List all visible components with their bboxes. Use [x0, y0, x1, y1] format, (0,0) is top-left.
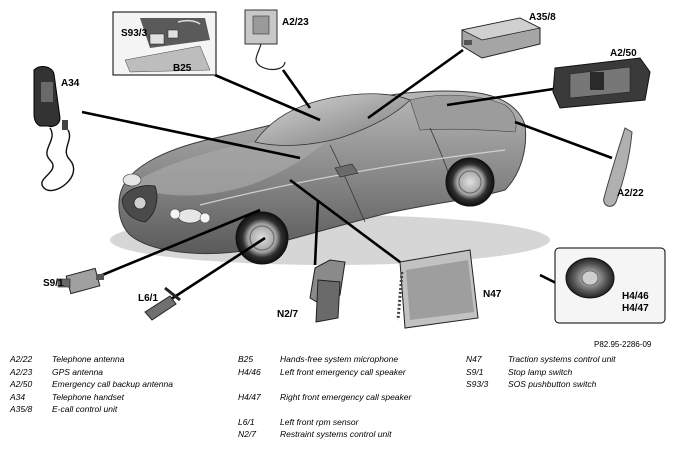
callout-l6-1: L6/1	[138, 293, 159, 304]
legend-text: Stop lamp switch	[508, 366, 573, 377]
legend-text: E-call control unit	[52, 404, 118, 414]
legend-code: A35/8	[10, 404, 33, 414]
legend-item: N2/7 Restraint systems control unit	[238, 429, 463, 442]
legend-code: H4/47	[238, 391, 261, 402]
legend-item: H4/47 Right front emergency call speaker	[238, 392, 463, 417]
figure-reference: P82.95-2286-09	[594, 340, 652, 349]
legend-code: S9/1	[466, 366, 484, 377]
legend-item: A2/23 GPS antenna	[10, 367, 230, 380]
callout-h4-47: H4/47	[622, 303, 649, 314]
callout-s93-3: S93/3	[121, 28, 148, 39]
callout-a2-23: A2/23	[282, 17, 309, 28]
legend-code: B25	[238, 354, 254, 364]
legend-item: N47 Traction systems control unit	[466, 354, 671, 367]
speaker-inset	[554, 247, 666, 324]
callout-s9-1: S9/1	[43, 278, 64, 289]
legend-code: A34	[10, 391, 26, 402]
legend-item: L6/1 Left front rpm sensor	[238, 417, 463, 430]
telephone-handset-illustration	[33, 66, 75, 192]
emergency-antenna-illustration	[552, 57, 651, 109]
callout-a2-22: A2/22	[617, 188, 644, 199]
ecall-control-unit-illustration	[460, 17, 542, 59]
legend-code: A2/22	[10, 354, 33, 364]
legend-item: H4/46 Left front emergency call speaker	[238, 367, 463, 392]
legend-item: A2/50 Emergency call backup antenna	[10, 379, 230, 392]
legend-text: SOS pushbutton switch	[508, 379, 597, 389]
legend-text: Left front rpm sensor	[280, 416, 359, 427]
legend-text: Telephone handset	[52, 391, 125, 402]
legend-item: B25 Hands-free system microphone	[238, 354, 463, 367]
callout-h4-46: H4/46	[622, 291, 649, 302]
callout-a2-50: A2/50	[610, 48, 637, 59]
callout-b25: B25	[173, 63, 192, 74]
legend-code: S93/3	[466, 379, 489, 389]
rpm-sensor-illustration	[144, 286, 181, 321]
legend-text: Hands-free system microphone	[280, 354, 399, 364]
legend-text: Traction systems control unit	[508, 354, 616, 364]
legend-column-3: N47 Traction systems control unit S9/1 Sto…	[466, 354, 671, 392]
legend-text: Telephone antenna	[52, 354, 125, 364]
legend-text: GPS antenna	[52, 366, 104, 377]
leader-lines	[81, 48, 613, 307]
legend-item: A2/22 Telephone antenna	[10, 354, 230, 367]
legend-code: A2/23	[10, 366, 33, 377]
legend-item: A34 Telephone handset	[10, 392, 230, 405]
stop-lamp-switch-illustration	[57, 267, 104, 295]
callout-n47: N47	[483, 289, 502, 300]
callout-n2-7: N2/7	[277, 309, 299, 320]
car-illustration	[110, 90, 550, 265]
legend-text: Right front emergency call speaker	[280, 391, 412, 402]
telephone-antenna-illustration	[603, 127, 633, 207]
callout-a34: A34	[61, 78, 80, 89]
legend-item: S9/1 Stop lamp switch	[466, 367, 671, 380]
legend-code: H4/46	[238, 366, 261, 377]
traction-control-unit-illustration	[396, 249, 479, 329]
legend-item: A35/8 E-call control unit	[10, 404, 230, 417]
overhead-console-inset	[112, 11, 217, 76]
legend-code: L6/1	[238, 416, 255, 427]
restraint-control-unit-illustration	[309, 259, 346, 323]
legend-code: N47	[466, 354, 482, 364]
legend-text: Emergency call backup antenna	[52, 379, 173, 389]
callout-a35-8: A35/8	[529, 12, 556, 23]
legend-code: A2/50	[10, 379, 33, 389]
legend-text: Restraint systems control unit	[280, 429, 392, 439]
legend-text: Left front emergency call speaker	[280, 366, 406, 377]
gps-antenna-illustration	[244, 9, 286, 71]
legend-item: S93/3 SOS pushbutton switch	[466, 379, 671, 392]
legend-code: N2/7	[238, 429, 256, 439]
